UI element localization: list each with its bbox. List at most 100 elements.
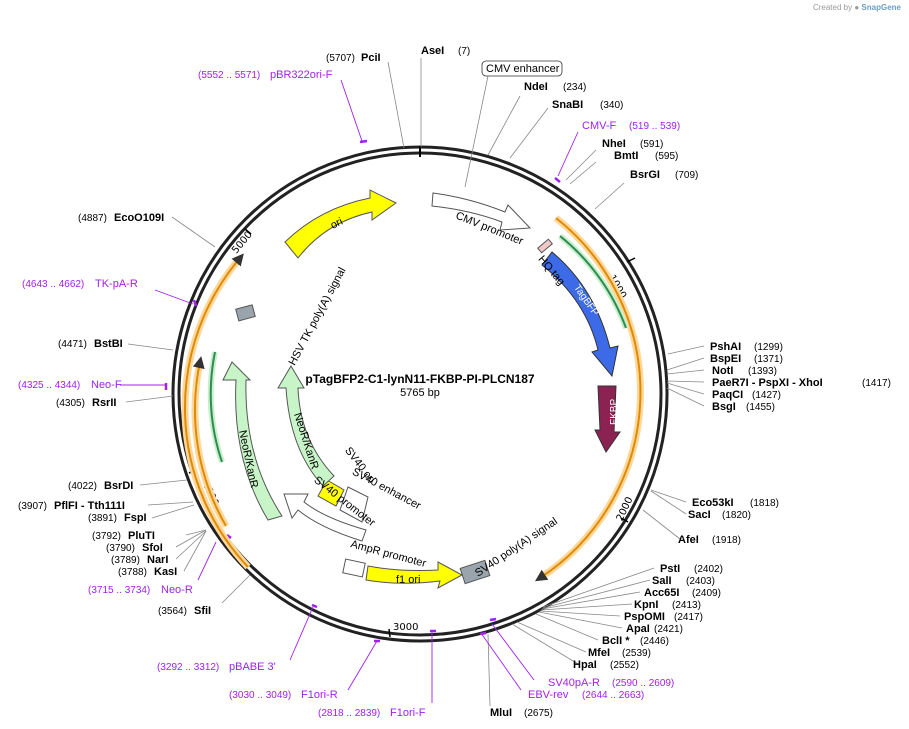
fkbp-arrow — [594, 385, 621, 453]
primer-name: F1ori-R — [301, 689, 338, 701]
site-name: BsrDI — [104, 480, 133, 492]
site-name: SfoI — [142, 542, 163, 554]
primer-range: (519 .. 539) — [629, 121, 680, 132]
f1-ori-label: f1 ori — [396, 574, 420, 586]
site-pos: (1427) — [752, 390, 781, 401]
primer-range: (3715 .. 3734) — [88, 585, 150, 596]
features — [222, 189, 621, 590]
snapgene-credit: Created by ● SnapGene — [813, 3, 901, 12]
orf-arcs — [181, 215, 644, 582]
ampr-promoter-block — [342, 558, 366, 578]
site-pos: (709) — [675, 170, 698, 181]
site-name: BclI * — [602, 635, 630, 647]
neor-outer-arrow — [222, 361, 283, 521]
site-pos: (1393) — [748, 366, 777, 377]
primer-name: pBABE 3' — [229, 661, 276, 673]
site-name: FspI — [124, 512, 147, 524]
primer-range: (4325 .. 4344) — [18, 380, 80, 391]
primer-range: (2590 .. 2609) — [612, 678, 674, 689]
primer-range: (2818 .. 2839) — [318, 708, 380, 719]
site-pos: (591) — [640, 139, 663, 150]
site-pos: (2402) — [694, 564, 723, 575]
site-pos: (1918) — [712, 535, 741, 546]
site-pos: (2403) — [686, 576, 715, 587]
site-pos: (3564) — [158, 606, 187, 617]
site-pos: (3789) — [111, 555, 140, 566]
site-name: NarI — [147, 554, 168, 566]
primer-range: (4643 .. 4662) — [22, 279, 84, 290]
site-pos: (2539) — [622, 648, 651, 659]
site-pos: (2675) — [524, 708, 553, 719]
site-pos: (1299) — [754, 342, 783, 353]
site-pos: (3790) — [106, 543, 135, 554]
site-pos: (4305) — [56, 398, 85, 409]
site-pos: (3792) — [92, 531, 121, 542]
site-pos: (3788) — [118, 567, 147, 578]
site-name: KpnI — [634, 599, 658, 611]
sv40-polya-block — [459, 559, 491, 585]
cmv-promoter-arrow — [431, 192, 532, 231]
primer-name: pBR322ori-F — [270, 69, 333, 81]
site-name: PshAI — [710, 341, 741, 353]
site-name: ApaI — [626, 623, 650, 635]
site-name: PflFI - Tth111I — [54, 500, 125, 512]
site-pos: (7) — [458, 46, 470, 57]
tagbfp-arrow — [541, 251, 619, 378]
site-name: MfeI — [588, 647, 610, 659]
site-name: HpaI — [573, 659, 597, 671]
sv40-ori-block — [317, 479, 345, 507]
f1-ori-arrow — [365, 561, 464, 590]
site-pos: (595) — [655, 151, 678, 162]
tick-label-3000: 3000 — [393, 622, 418, 633]
site-name: NotI — [712, 365, 733, 377]
site-pos: (5707) — [326, 53, 355, 64]
site-name: AseI — [421, 45, 444, 57]
site-name: BsrGI — [630, 169, 660, 181]
sv40-promoter-arrow — [283, 493, 367, 542]
site-name: BspEI — [710, 353, 741, 365]
primer-marks — [164, 139, 561, 643]
site-pos: (2552) — [610, 660, 639, 671]
site-name: PstI — [660, 563, 680, 575]
site-pos: (4022) — [68, 481, 97, 492]
site-pos: (2413) — [672, 600, 701, 611]
site-name: EcoO109I — [114, 212, 164, 224]
site-name: SfiI — [194, 605, 211, 617]
site-name: PluTI — [128, 530, 155, 542]
site-name: NdeI — [524, 81, 548, 93]
hsv-tk-polya-label: HSV TK poly(A) signal — [287, 265, 349, 367]
site-pos: (1417) — [862, 378, 891, 389]
snapgene-logo-icon: ● — [854, 3, 860, 12]
primer-range: (3030 .. 3049) — [229, 690, 291, 701]
hq-tag-block — [537, 238, 553, 254]
site-name: RsrII — [92, 397, 116, 409]
site-pos: (4471) — [58, 339, 87, 350]
ori-label: ori — [329, 216, 345, 232]
site-pos: (2417) — [674, 612, 703, 623]
ori-arrow — [284, 189, 397, 259]
sv40-enhancer-block — [339, 486, 369, 523]
site-name: MluI — [490, 707, 512, 719]
site-name: NheI — [602, 138, 626, 150]
primer-name: F1ori-F — [390, 707, 426, 719]
site-pos: (2446) — [640, 636, 669, 647]
site-pos: (4887) — [78, 213, 107, 224]
fkbp-label: FKBP — [609, 399, 620, 425]
site-pos: (3907) — [18, 501, 47, 512]
site-name: PspOMI — [624, 611, 665, 623]
site-name: PciI — [361, 52, 381, 64]
site-pos: (1371) — [754, 354, 783, 365]
site-pos: (340) — [600, 100, 623, 111]
site-pos: (1820) — [722, 510, 751, 521]
site-name: SalI — [652, 575, 672, 587]
site-pos: (1818) — [750, 498, 779, 509]
primer-name: TK-pA-R — [95, 278, 138, 290]
site-labels: AseI (7) (5707) PciI NdeI (234) SnaBI (3… — [18, 45, 891, 719]
neor-inner-arrow — [277, 365, 335, 487]
primer-name: SV40pA-R — [548, 677, 600, 689]
site-name: SnaBI — [552, 99, 583, 111]
credit-brand: SnapGene — [861, 3, 901, 12]
site-name: PaeR7I - PspXI - XhoI — [712, 377, 823, 389]
primer-name: Neo-F — [91, 379, 122, 391]
